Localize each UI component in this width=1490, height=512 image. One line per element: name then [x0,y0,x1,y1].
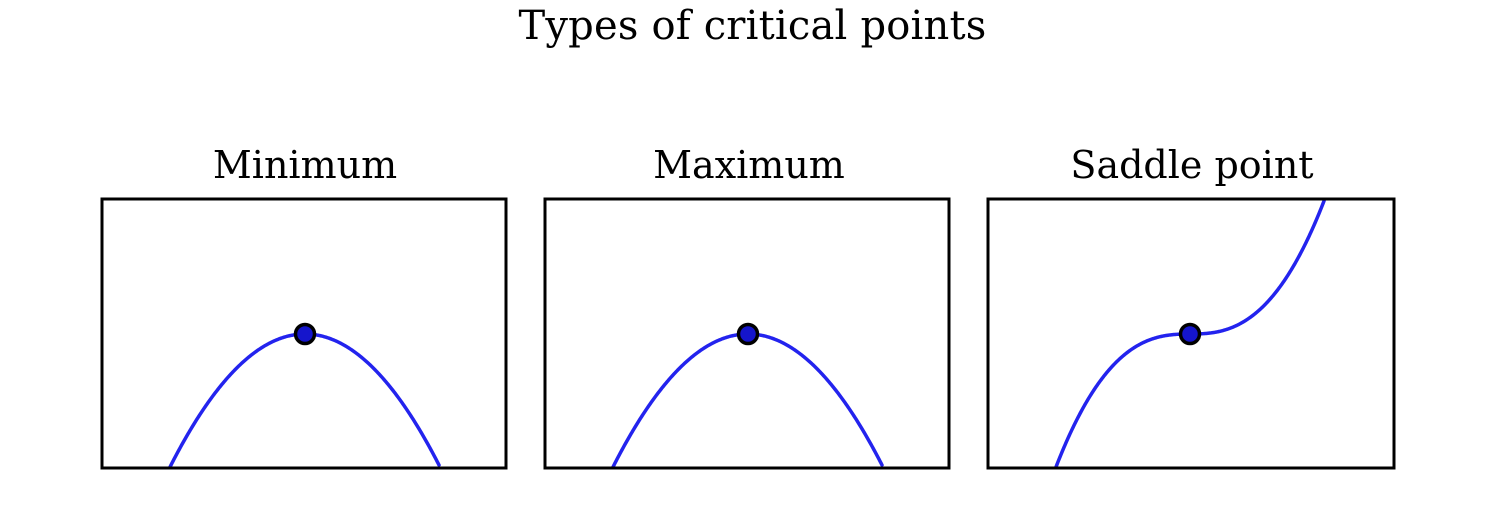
maximum-critical-point [736,322,760,346]
saddle-critical-point [1178,322,1202,346]
panel-title-maximum: Maximum [653,143,845,187]
panel-title-minimum: Minimum [212,143,398,187]
figure-title: Types of critical points [518,3,987,49]
minimum-curve [168,332,441,469]
minimum-critical-point [293,322,317,346]
panel-maximum [543,197,951,470]
panel-minimum [100,197,508,470]
maximum-frame [543,197,951,470]
minimum-frame [100,197,508,470]
saddle-frame [986,197,1396,470]
panel-title-saddle: Saddle point [1070,143,1314,187]
maximum-curve [611,332,884,469]
panel-saddle [986,197,1396,470]
